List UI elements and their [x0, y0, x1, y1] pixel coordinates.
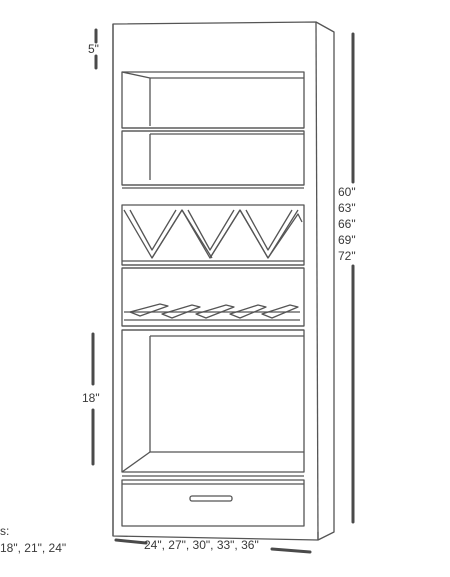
drawer	[121, 479, 305, 527]
width-dimension-bar-left	[114, 538, 148, 545]
drawer-handle	[189, 495, 233, 502]
top-gap-label: 5"	[88, 42, 99, 56]
cabinet-case	[112, 21, 335, 541]
middle-shelf-compartment	[121, 130, 305, 189]
lower-open-compartment	[121, 329, 305, 477]
height-option-60: 60"	[338, 185, 356, 199]
width-options-label: 24", 27", 30", 33", 36"	[144, 538, 259, 552]
width-dimension-bar-right	[270, 547, 312, 554]
depth-heading-label: s:	[0, 524, 10, 538]
depth-options-label: 18", 21", 24"	[0, 541, 67, 555]
bottom-section-label: 18"	[82, 391, 100, 405]
height-option-72: 72"	[338, 249, 356, 263]
height-option-66: 66"	[338, 217, 356, 231]
height-option-63: 63"	[338, 201, 356, 215]
height-option-69: 69"	[338, 233, 356, 247]
height-options-list: 60" 63" 66" 69" 72"	[338, 184, 378, 264]
